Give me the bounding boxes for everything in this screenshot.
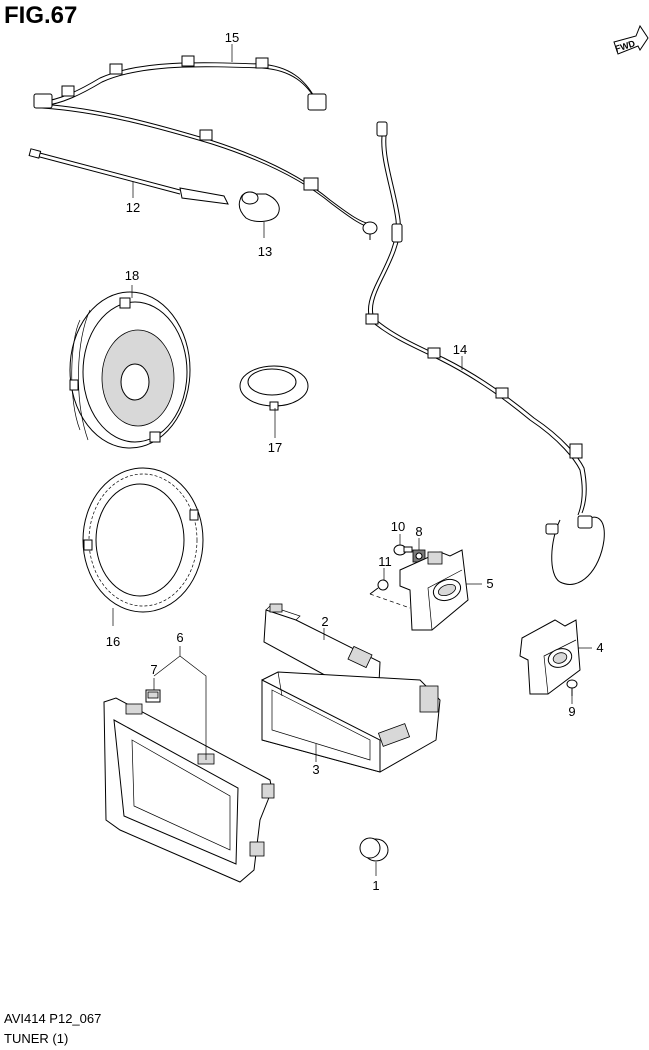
callout-11: 11: [378, 554, 392, 569]
callout-18: 18: [125, 268, 139, 283]
screw-11-icon: [369, 579, 411, 609]
callout-17: 17: [268, 440, 282, 455]
callout-10: 10: [391, 519, 405, 534]
fwd-arrow-icon: FWD: [613, 24, 649, 55]
figure-title: FIG.67: [4, 2, 78, 29]
bracket-left-icon: [399, 549, 469, 631]
antenna-rod-icon: [28, 148, 229, 205]
callout-8: 8: [415, 524, 422, 539]
callout-14: 14: [453, 342, 467, 357]
callout-16: 16: [106, 634, 120, 649]
callout-15: 15: [225, 30, 239, 45]
bracket-right-icon: [519, 619, 581, 695]
tuner-pocket-icon: [261, 671, 441, 773]
speaker-spacer-icon: [82, 467, 204, 613]
callout-13: 13: [258, 244, 272, 259]
callout-3: 3: [312, 762, 319, 777]
figure-code: AVI414 P12_067: [4, 1011, 102, 1026]
callout-1: 1: [372, 878, 379, 893]
screw-10-icon: [393, 544, 413, 556]
callout-9: 9: [568, 704, 575, 719]
figure-name: TUNER (1): [4, 1031, 69, 1046]
speaker-icon: [69, 291, 191, 449]
clip-icon: [145, 689, 161, 703]
callout-5: 5: [486, 576, 493, 591]
fwd-badge-text: FWD: [614, 38, 637, 54]
callout-4: 4: [596, 640, 603, 655]
callout-7: 7: [150, 662, 157, 677]
bezel-garnish-icon: [103, 697, 275, 883]
antenna-base-icon: [238, 191, 280, 222]
cap-plug-icon: [359, 837, 389, 862]
tweeter-icon: [239, 365, 309, 411]
callout-6: 6: [176, 630, 183, 645]
harness-wire-icon: [33, 55, 378, 240]
nut-8-icon: [412, 549, 426, 563]
callout-2: 2: [321, 614, 328, 629]
callout-12: 12: [126, 200, 140, 215]
screw-9-icon: [566, 679, 578, 696]
feeder-cable-icon: [365, 121, 605, 585]
